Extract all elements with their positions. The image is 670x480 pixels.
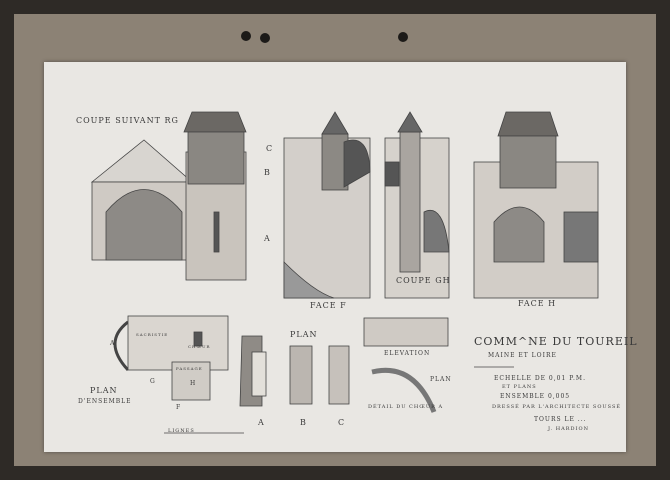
room-sacristie: Sacristie <box>136 332 169 337</box>
punch-hole <box>398 32 408 42</box>
section-gh-label: Coupe GH <box>396 276 451 285</box>
plan-letter-c: C <box>338 418 346 427</box>
face-f-drawing <box>283 111 371 299</box>
plan-ensemble-sub: d'ensemble <box>78 398 132 405</box>
cartouche-department: Maine et Loire <box>488 352 557 359</box>
section-rg-label: Coupe suivant RG <box>76 116 179 125</box>
cartouche-scale-3: Ensemble 0,005 <box>500 393 571 400</box>
cartouche-scale-2: et Plans <box>502 384 537 390</box>
room-passage: Passage <box>176 366 203 371</box>
room-choeur: Chœur <box>188 344 211 349</box>
punch-hole <box>241 31 251 41</box>
scale-bar-label: Lignes <box>168 428 195 434</box>
room-g: G <box>150 378 156 385</box>
plan-letter-a: A <box>258 418 265 427</box>
section-gh-drawing <box>384 111 450 299</box>
level-b-label: B <box>264 168 271 177</box>
face-h-drawing <box>473 111 599 299</box>
plan-c-drawing <box>328 345 350 405</box>
drawing-sketches <box>90 111 599 434</box>
room-f: F <box>176 404 182 411</box>
plan-ensemble-drawing <box>113 315 229 401</box>
cartouche-signature: J. Hardion <box>548 426 589 432</box>
face-h-label: Face H <box>518 299 557 308</box>
cartouche-scale-1: Echelle de 0,01 p.m. <box>494 375 586 382</box>
face-f-label: Face F <box>310 301 347 310</box>
elevation-label: Elevation <box>384 350 431 357</box>
cartouche-commune: Comm^ne du Toureil <box>474 335 638 348</box>
cartouche-place: Tours le ... <box>534 416 587 423</box>
room-a: A <box>110 340 116 347</box>
plan-b-drawing <box>289 345 313 405</box>
choeur-detail-drawing <box>371 367 437 413</box>
section-rg-drawing <box>90 111 247 281</box>
cartouche-drawn-by: Dressé par l'Architecte Soussé <box>492 404 622 410</box>
architectural-drawing: Coupe suivant RG C B A Face F Coupe GH F… <box>44 62 637 452</box>
choeur-detail-label: Détail du chœur A <box>368 404 444 410</box>
elevation-drawing <box>363 317 449 347</box>
plan-small-label: Plan <box>290 330 318 339</box>
level-a-label: A <box>264 234 271 243</box>
punch-hole <box>260 33 270 43</box>
plan-a-drawing <box>239 335 267 407</box>
room-h: H <box>190 380 197 387</box>
plan-detail-label: Plan <box>430 376 452 383</box>
plan-letter-b: B <box>300 418 307 427</box>
level-c-label: C <box>266 144 274 153</box>
plan-ensemble-label: Plan <box>90 386 118 395</box>
